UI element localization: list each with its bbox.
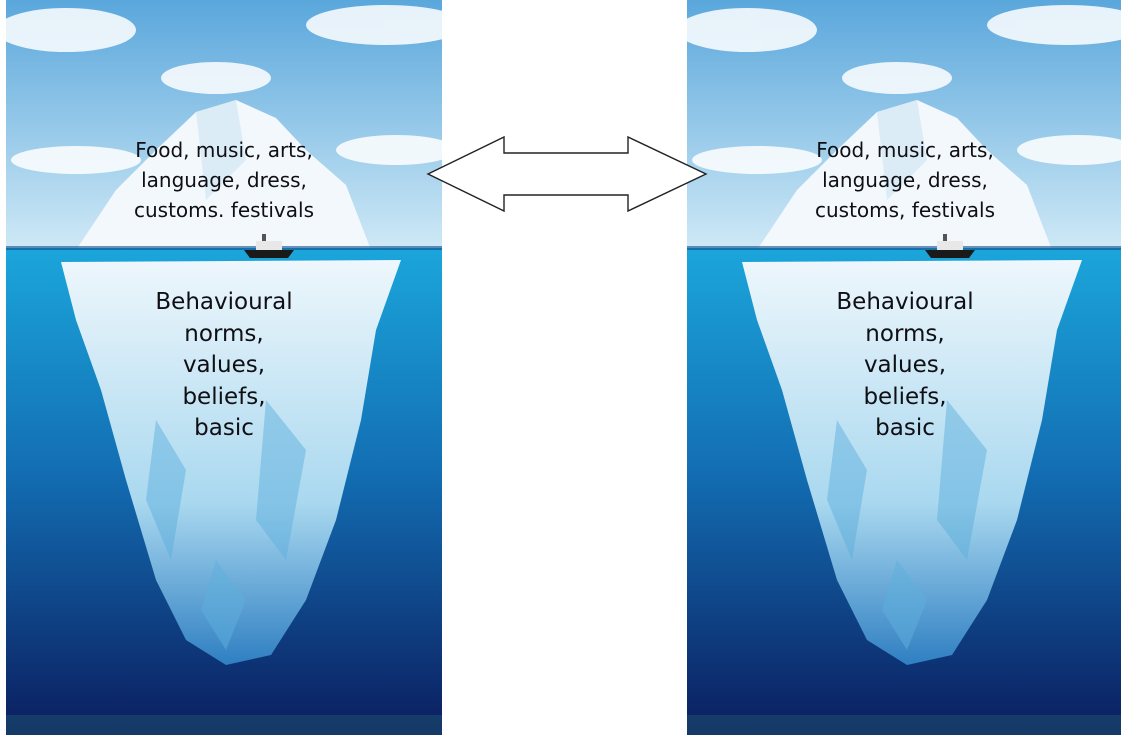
double-arrow-icon (426, 135, 708, 213)
above-water-label: Food, music, arts, language, dress, cust… (6, 135, 442, 225)
iceberg-panel-right: Food, music, arts, language, dress, cust… (687, 0, 1121, 735)
iceberg-panel-left: Food, music, arts, language, dress, cust… (6, 0, 442, 735)
below-water-label: Behavioural norms, values, beliefs, basi… (6, 287, 442, 445)
double-arrow (426, 135, 708, 213)
above-water-label: Food, music, arts, language, dress, cust… (687, 135, 1121, 225)
below-water-label: Behavioural norms, values, beliefs, basi… (687, 287, 1121, 445)
